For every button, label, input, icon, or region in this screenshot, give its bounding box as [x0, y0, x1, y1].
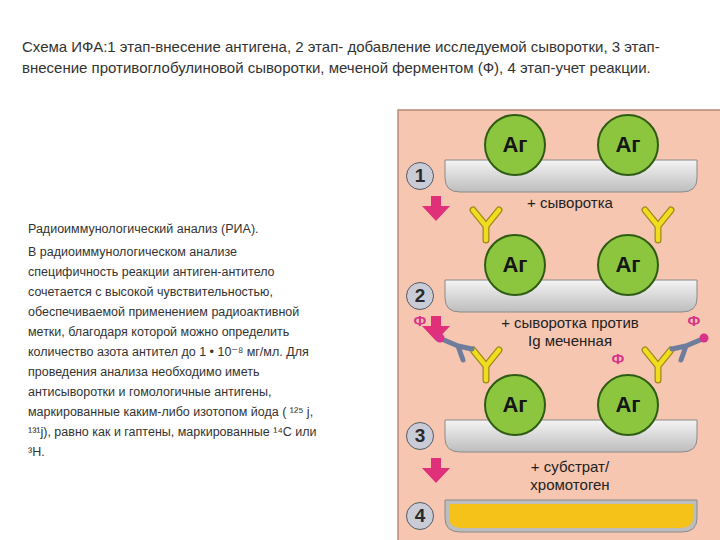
- enzyme-mark: [700, 334, 709, 343]
- antibody-outline: [645, 350, 671, 380]
- step-label: 2: [415, 285, 426, 307]
- well-tray: [445, 160, 697, 192]
- step-note: + сыворотка: [500, 194, 640, 212]
- well-tray: [445, 420, 697, 452]
- antigen-label: Аг: [502, 132, 527, 158]
- step-arrow: [422, 458, 450, 483]
- step-label: 1: [415, 165, 426, 187]
- well-tray: [445, 500, 697, 532]
- panel: [398, 110, 720, 540]
- step-label: 3: [415, 425, 426, 447]
- step-arrow: [422, 196, 450, 221]
- step-label: 4: [415, 505, 426, 527]
- step-number: 4: [406, 502, 434, 530]
- well-tray: [445, 280, 697, 312]
- antigen-circle: Аг: [484, 374, 546, 436]
- enzyme-label: Ф: [610, 350, 626, 368]
- colored-product: [449, 504, 693, 528]
- paragraph-text: В радиоиммунологическом анализе специфич…: [28, 242, 328, 462]
- step-note: + сыворотка против Ig меченная: [500, 314, 640, 350]
- antigen-circle: Аг: [597, 374, 659, 436]
- antibody-outline: [645, 210, 671, 240]
- enzyme-mark: [436, 334, 445, 343]
- antibody-outline: [473, 350, 499, 380]
- step-note: + субстрат/ хромотоген: [500, 458, 640, 494]
- antigen-label: Аг: [615, 252, 640, 278]
- antibody-outline: [473, 210, 499, 240]
- title: Схема ИФА:1 этап-внесение антигена, 2 эт…: [22, 36, 662, 78]
- antibody-group: [444, 210, 700, 380]
- antigen-label: Аг: [502, 252, 527, 278]
- step-number: 2: [406, 282, 434, 310]
- antibody: [645, 350, 671, 380]
- enzyme-label: Ф: [686, 312, 702, 330]
- antibody: [645, 210, 671, 240]
- antibody: [473, 210, 499, 240]
- paragraph-heading: Радиоиммунологический анализ (РИА).: [28, 222, 348, 237]
- anti-ig-antibody: [444, 340, 472, 360]
- antigen-circle: Аг: [484, 114, 546, 176]
- anti-ig-antibody: [672, 340, 700, 360]
- antigen-label: Аг: [615, 132, 640, 158]
- enzyme-label: Ф: [412, 312, 428, 330]
- step-number: 3: [406, 422, 434, 450]
- antibody: [473, 350, 499, 380]
- step-number: 1: [406, 162, 434, 190]
- antigen-circle: Аг: [484, 234, 546, 296]
- antigen-label: Аг: [502, 392, 527, 418]
- antigen-label: Аг: [615, 392, 640, 418]
- antigen-circle: Аг: [597, 234, 659, 296]
- antigen-circle: Аг: [597, 114, 659, 176]
